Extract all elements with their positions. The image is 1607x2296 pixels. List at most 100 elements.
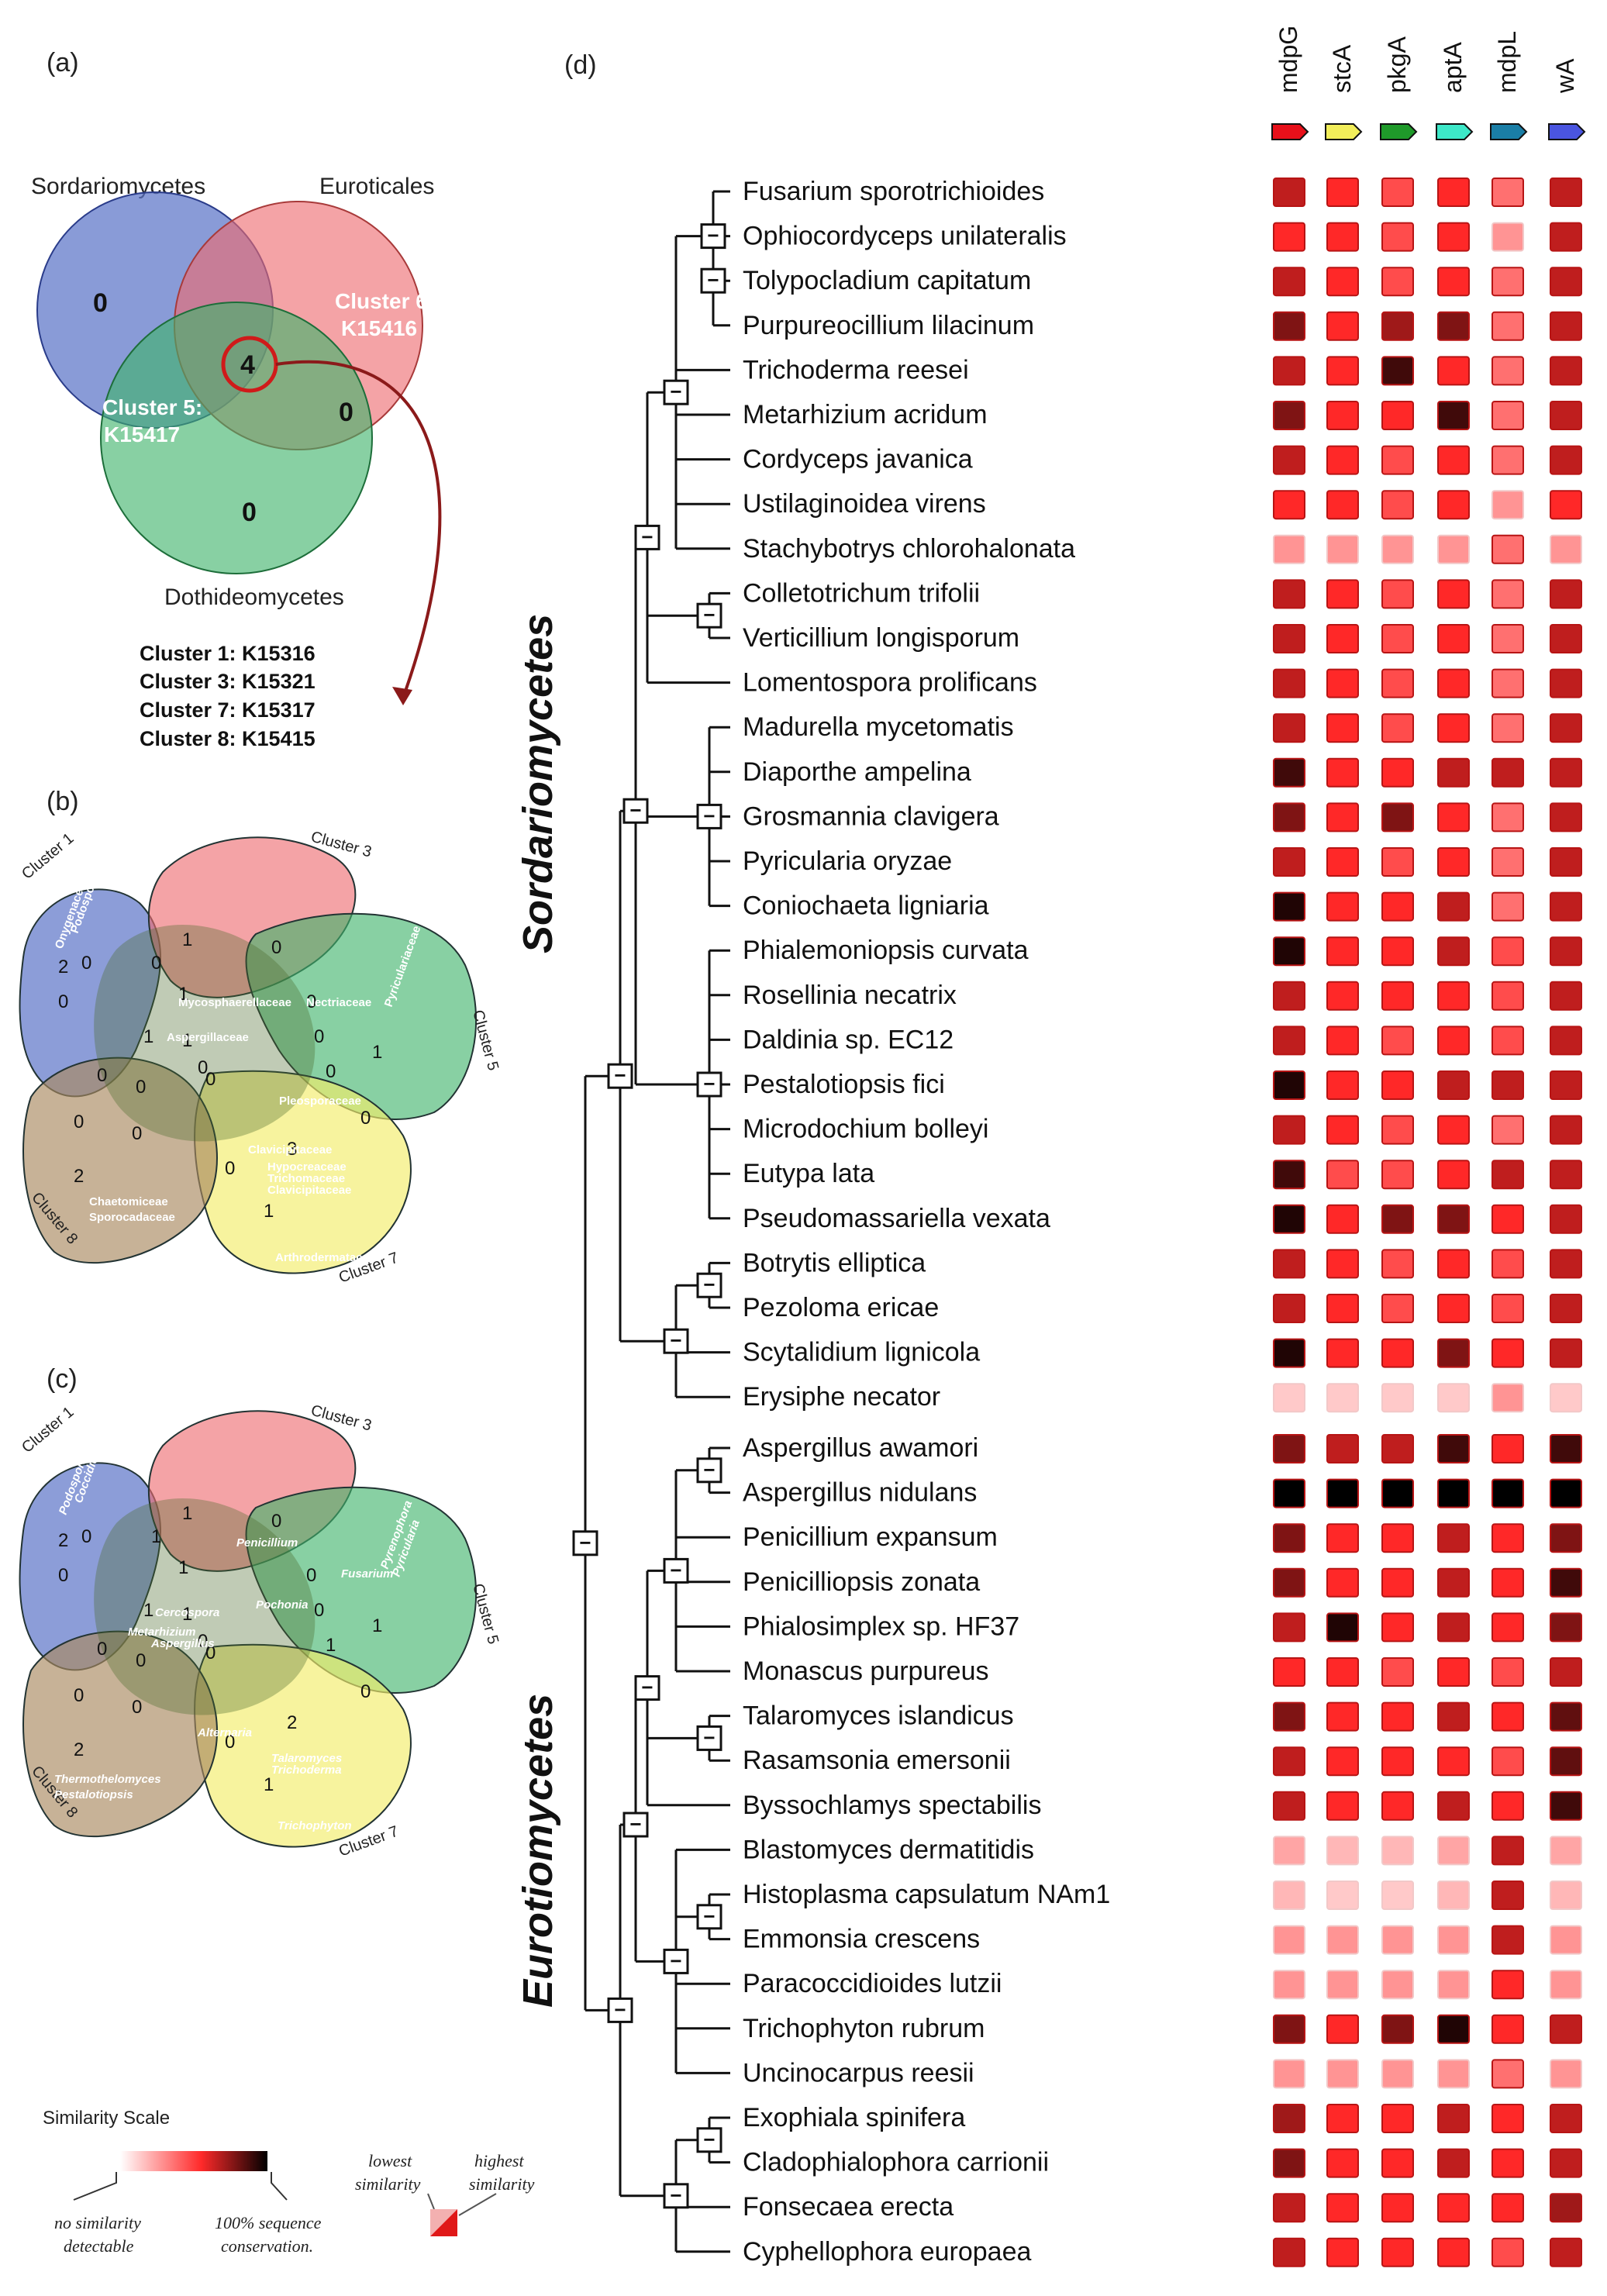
heatmap-cell	[1381, 1338, 1414, 1368]
heatmap-cell	[1491, 1204, 1524, 1234]
panel-c: (c) Cluster 1 Cluster 3 Cluster 5 Cluste…	[19, 1364, 502, 1860]
heatmap-cell	[1273, 178, 1305, 207]
venn5-count: 0	[314, 1026, 324, 1047]
cluster-list-item: Cluster 1: K15316	[140, 642, 316, 665]
heatmap-cell	[1491, 891, 1524, 922]
heatmap-cell	[1381, 1160, 1414, 1190]
tree-node-box[interactable]	[634, 1675, 660, 1701]
heatmap-cell	[1326, 1701, 1359, 1732]
tree-node-box[interactable]	[696, 1272, 722, 1298]
tree-node-box[interactable]	[663, 1948, 689, 1974]
heatmap-cell	[1326, 490, 1359, 520]
venn5-taxon-label: Sporocadaceae	[89, 1211, 175, 1224]
heatmap-cell	[1326, 1338, 1359, 1368]
heatmap-cell	[1381, 2148, 1414, 2178]
tree-node-box[interactable]	[696, 1457, 722, 1484]
venn5-taxon-label: Pochonia	[256, 1598, 309, 1612]
heatmap-cell	[1437, 178, 1470, 207]
heatmap-cell	[1381, 1070, 1414, 1100]
heatmap-cell	[1326, 1160, 1359, 1190]
heatmap-cell	[1437, 1249, 1470, 1279]
venn5-count: 0	[58, 1565, 68, 1586]
heatmap-cell	[1550, 401, 1582, 430]
heatmap-cell	[1273, 936, 1305, 967]
tree-node-box[interactable]	[696, 1904, 722, 1930]
scale-lowest-label: similarity	[355, 2174, 421, 2194]
heatmap-cell	[1381, 847, 1414, 877]
tree-node-box[interactable]	[622, 1812, 649, 1838]
scale-left-bracket	[73, 2172, 117, 2201]
heatmap-cell	[1491, 1249, 1524, 1279]
heatmap-cell	[1381, 936, 1414, 967]
tree-node-box[interactable]	[663, 379, 689, 405]
species-label: Madurella mycetomatis	[743, 712, 1014, 742]
tree-node-box[interactable]	[696, 1071, 722, 1098]
venn5-count: 0	[58, 991, 68, 1012]
venn5-count: 0	[97, 1065, 107, 1086]
tree-node-box[interactable]	[663, 1328, 689, 1354]
heatmap-cell	[1273, 1204, 1305, 1234]
venn5-count: 0	[306, 1565, 316, 1586]
tree-node-collapse-symbol: −	[670, 1949, 681, 1972]
heatmap-cell	[1273, 891, 1305, 922]
heatmap-cell	[1326, 2148, 1359, 2178]
heatmap-cell	[1273, 981, 1305, 1011]
tree-node-collapse-symbol: −	[707, 268, 719, 291]
gene-name-stcA: stcA	[1328, 44, 1356, 93]
tree-node-box[interactable]	[607, 1997, 633, 2023]
heatmap-cell	[1273, 802, 1305, 833]
species-label: Histoplasma capsulatum NAm1	[743, 1880, 1110, 1909]
venn5-count: 1	[178, 1557, 188, 1578]
heatmap-cell	[1273, 1294, 1305, 1323]
tree-node-box[interactable]	[700, 267, 726, 294]
heatmap-cell	[1273, 1249, 1305, 1279]
tree-node-box[interactable]	[696, 602, 722, 629]
tree-node-box[interactable]	[572, 1530, 598, 1557]
venn3-arrowhead	[392, 687, 412, 705]
venn3-circle-doth	[100, 302, 373, 574]
heatmap-cell	[1550, 1249, 1582, 1279]
heatmap-cell	[1326, 2059, 1359, 2089]
tree-node-box[interactable]	[696, 2127, 722, 2153]
venn5-count: 0	[360, 1681, 371, 1702]
tree-node-box[interactable]	[622, 798, 649, 824]
heatmap-cell	[1491, 1026, 1524, 1056]
species-label: Exophiala spinifera	[743, 2103, 965, 2132]
heatmap-cell	[1550, 178, 1582, 207]
venn5-c-core	[94, 1498, 316, 1715]
species-label: Phialosimplex sp. HF37	[743, 1612, 1019, 1641]
heatmap-cell	[1437, 1970, 1470, 2000]
gene-arrow	[1548, 123, 1586, 140]
heatmap-cell	[1381, 2104, 1414, 2133]
heatmap-cell	[1437, 2059, 1470, 2089]
tree-node-box[interactable]	[634, 524, 660, 550]
heatmap-cell	[1381, 1701, 1414, 1732]
panel-label-b: (b)	[47, 787, 79, 816]
tree-node-box[interactable]	[696, 1725, 722, 1751]
species-label: Pseudomassariella vexata	[743, 1204, 1050, 1233]
heatmap-cell	[1491, 847, 1524, 877]
heatmap-cell	[1381, 891, 1414, 922]
gene-name-wA: wA	[1551, 58, 1579, 94]
heatmap-cell	[1326, 1657, 1359, 1687]
species-label: Aspergillus nidulans	[743, 1478, 977, 1508]
heatmap-cell	[1273, 1338, 1305, 1368]
tree-node-collapse-symbol: −	[703, 603, 715, 626]
venn5-count: 0	[205, 1643, 216, 1663]
tree-node-box[interactable]	[696, 803, 722, 829]
species-label: Daldinia sp. EC12	[743, 1025, 954, 1054]
heatmap-cell	[1381, 1657, 1414, 1687]
venn5-c-petal-c5	[245, 1486, 478, 1694]
venn5-count: 2	[74, 1166, 84, 1187]
heatmap-cell	[1381, 1881, 1414, 1910]
cluster-list-item: Cluster 7: K15317	[140, 698, 316, 722]
heatmap-cell	[1273, 847, 1305, 877]
heatmap-cell	[1437, 1070, 1470, 1100]
tree-node-box[interactable]	[663, 1557, 689, 1584]
tree-node-box[interactable]	[663, 2183, 689, 2209]
heatmap-cell	[1550, 1567, 1582, 1598]
tree-node-box[interactable]	[700, 223, 726, 250]
heatmap-cell	[1550, 311, 1582, 341]
scale-high-label: 100% sequence	[215, 2213, 322, 2232]
tree-node-box[interactable]	[607, 1063, 633, 1089]
